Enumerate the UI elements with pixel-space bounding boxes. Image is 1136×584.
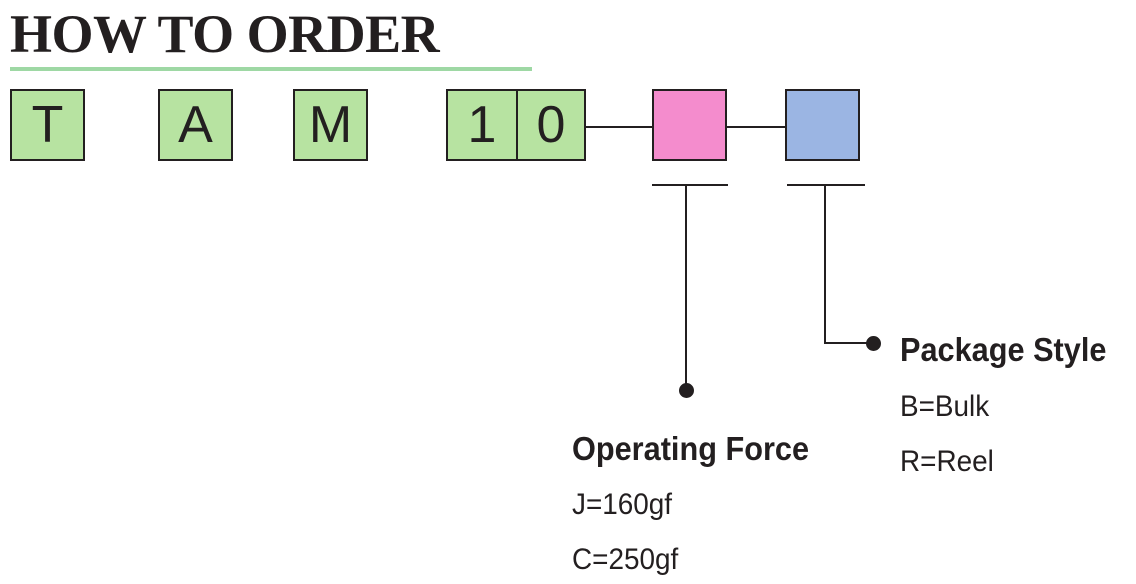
code-box-digit-1: 1 — [446, 89, 518, 161]
package-style-dot — [866, 336, 881, 351]
code-box-letter-1: T — [10, 89, 85, 161]
operating-force-option-1: J=160gf — [572, 488, 673, 521]
package-style-heading: Package Style — [900, 331, 1107, 368]
page-title: HOW TO ORDER — [10, 4, 440, 64]
package-style-bracket — [787, 184, 865, 186]
package-style-option-2: R=Reel — [900, 445, 994, 478]
connector-line-2 — [727, 126, 785, 128]
package-style-box — [785, 89, 860, 161]
package-style-leader-horizontal — [824, 342, 872, 344]
operating-force-leader — [685, 184, 687, 390]
operating-force-box — [652, 89, 727, 161]
operating-force-option-2: C=250gf — [572, 543, 679, 576]
code-box-letter-2: A — [158, 89, 233, 161]
title-underline — [10, 67, 532, 71]
code-box-letter-3: M — [293, 89, 368, 161]
operating-force-dot — [679, 383, 694, 398]
operating-force-bracket — [652, 184, 728, 186]
package-style-leader-vertical — [824, 184, 826, 344]
package-style-option-1: B=Bulk — [900, 390, 990, 423]
connector-line-1 — [586, 126, 653, 128]
code-box-digit-2: 0 — [516, 89, 586, 161]
operating-force-heading: Operating Force — [572, 430, 810, 467]
